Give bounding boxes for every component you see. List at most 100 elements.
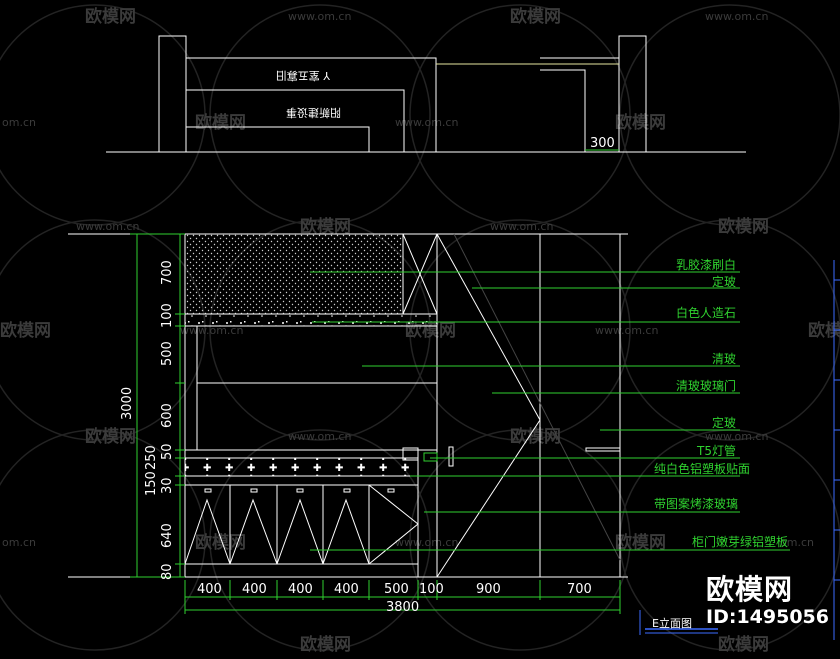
dim-label-400: 400 [334,582,359,597]
sign-outline-3 [186,126,370,152]
counter-top [184,449,419,459]
annotation-leaders [310,271,790,551]
dim-label-400: 400 [242,582,267,597]
watermark-layer: 欧模网 www.om.cn 欧模网 www.om.cn om.cn 欧模网 ww… [0,4,840,655]
top-section [106,35,746,153]
watermark-url: www.om.cn [395,536,458,549]
dim-label-400: 400 [197,582,222,597]
handle [343,488,351,493]
dim-label-3000: 3000 [120,387,135,420]
dim-label-30: 30 [160,477,175,494]
dim-label-300: 300 [590,136,615,151]
dim-label-500: 500 [384,582,409,597]
dim-label-700: 700 [160,260,175,285]
t5-lamp [423,452,438,462]
dim-label-900: 900 [476,582,501,597]
horizontal-dimension-lines [184,580,621,614]
left-pillar [158,35,187,153]
aluminum-strip [184,475,419,486]
vertical-dimension-lines [130,233,185,578]
door-handle [448,446,454,467]
watermark-url: om.cn [780,536,814,549]
dim-label-100: 100 [160,303,175,328]
annotation-fixed-glass-lower: 定玻 [712,415,736,430]
dim-label-600: 600 [160,403,175,428]
watermark-url: www.om.cn [76,220,139,233]
watermark-brand: 欧模网 [85,426,136,447]
door-diagonal-upper [436,233,541,421]
dim-label-700: 700 [567,582,592,597]
door-swing-4 [322,498,370,565]
kickboard [184,563,419,578]
watermark-brand: 欧模网 [300,216,351,237]
dim-label-400: 400 [288,582,313,597]
brand-logo-text: 欧模网 [706,573,794,606]
right-t5 [585,447,621,452]
handle [204,488,212,493]
dim-label-50: 50 [160,443,175,460]
patterned-glass-band [184,457,419,477]
vertical-dimension-labels: 700 100 500 600 50 250 150 30 640 80 300… [120,260,175,580]
watermark-url: www.om.cn [705,430,768,443]
annotation-glass-door: 清玻玻璃门 [676,378,736,393]
annotation-cabinet-door: 柜门嫩芽绿铝塑板 [692,534,788,549]
watermark-brand: 欧模网 [718,634,769,655]
right-edge-ruler [833,260,840,640]
watermark-brand: 欧模网 [85,6,136,27]
drawing-label: E立面图 [652,616,692,630]
horizontal-dimension-labels: 400 400 400 400 500 100 900 700 3800 [197,582,592,615]
watermark-brand: 欧模网 [615,532,666,553]
watermark-url: www.om.cn [288,430,351,443]
handle [296,488,304,493]
glass-x2 [402,233,438,315]
watermark-brand: 欧模网 [510,6,561,27]
watermark-brand: 欧模网 [510,426,561,447]
latex-paint-panel [184,233,404,315]
handle [387,488,395,493]
watermark-url: www.om.cn [490,220,553,233]
canopy-bracket [540,69,586,152]
right-pillar [618,35,647,153]
resource-id: ID:1495056 [706,606,829,628]
dim-label-150: 150 [144,471,159,496]
handle [250,488,258,493]
watermark-brand: 欧模网 [195,532,246,553]
watermark-brand: 欧模网 [195,112,246,133]
dim-label-640: 640 [160,523,175,548]
sign-text-upper: Y 室五寡旧 [276,69,331,83]
watermark-url: www.om.cn [705,10,768,23]
annotation-latex-paint: 乳胶漆刷白 [676,257,736,272]
dim-label-80: 80 [160,563,175,580]
watermark-url: om.cn [2,536,36,549]
watermark-url: om.cn [2,116,36,129]
watermark-brand: 欧模网 [0,320,51,341]
dim-label-3800: 3800 [386,600,419,615]
door-swing-2 [229,498,278,565]
sign-outline-1 [186,57,437,152]
material-annotations: 乳胶漆刷白 定玻 白色人造石 清玻 清玻玻璃门 定玻 T5灯管 纯白色铝塑板贴面… [654,257,788,549]
glass-reflect [453,233,621,561]
annotation-aluminum-panel: 纯白色铝塑板贴面 [654,461,750,476]
door-swing-1 [184,498,231,565]
watermark-brand: 欧模网 [808,320,840,341]
sign-outline-2 [186,89,405,152]
annotation-fixed-glass: 定玻 [712,274,736,289]
drawing-title: E立面图 [639,610,718,635]
watermark-url: www.om.cn [288,10,351,23]
stone-band [184,313,438,327]
watermark-url: www.om.cn [180,324,243,337]
sign-text-lower: 阳新建设事 [286,106,341,120]
door-diagonal-lower [436,419,541,578]
watermark-brand: 欧模网 [615,112,666,133]
watermark-brand: 欧模网 [718,216,769,237]
annotation-patterned-glass: 带图案烤漆玻璃 [654,496,738,511]
dim-label-500: 500 [160,341,175,366]
annotation-t5-lamp: T5灯管 [696,443,736,458]
annotation-clear-glass: 清玻 [712,352,736,366]
dim-label-250: 250 [144,445,159,470]
watermark-url: www.om.cn [595,324,658,337]
watermark-url: www.om.cn [395,116,458,129]
elevation [68,233,790,614]
